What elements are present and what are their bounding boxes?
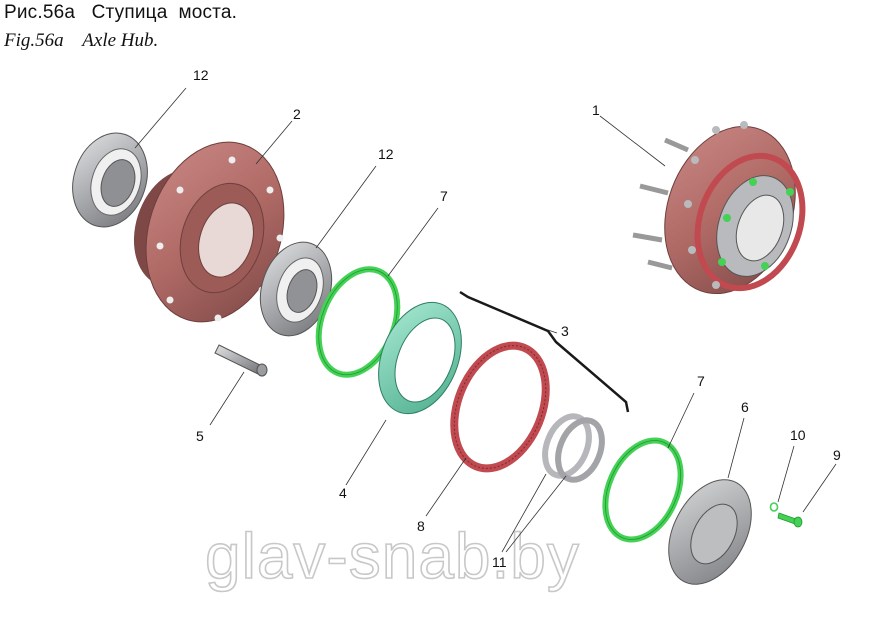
callout-2: 2 (293, 106, 301, 122)
callout-5: 5 (196, 428, 204, 444)
callout-7-right: 7 (697, 373, 705, 389)
callout-9: 9 (833, 447, 841, 463)
callout-7-left: 7 (440, 188, 448, 204)
callout-12-right: 12 (378, 146, 394, 162)
leader-lines (134, 87, 837, 553)
cover-6 (668, 479, 752, 585)
callout-8: 8 (417, 518, 425, 534)
callout-4: 4 (339, 485, 347, 501)
gear-ring-8 (450, 341, 550, 473)
gasket-7-right (602, 437, 684, 543)
bolt-9 (777, 512, 803, 528)
hub-assembly-1 (632, 121, 806, 295)
figure-title-ru: Рис.56а Ступица моста. (4, 2, 238, 23)
watermark-text: glav-snab.by (205, 520, 580, 592)
ring-4 (378, 301, 462, 415)
callout-10: 10 (790, 427, 806, 443)
figure-title-en: Fig.56a Axle Hub. (4, 30, 159, 51)
lock-wire-3 (459, 290, 630, 413)
callout-11: 11 (492, 554, 507, 570)
rings-11 (542, 413, 605, 483)
washer-10 (769, 502, 779, 512)
callout-1: 1 (592, 102, 600, 118)
callout-6: 6 (741, 399, 749, 415)
bearing-12-right (259, 241, 333, 337)
callout-3: 3 (561, 323, 569, 339)
hub-housing-2 (133, 141, 285, 323)
stud-5 (214, 344, 268, 377)
callout-12-left: 12 (193, 67, 209, 83)
bearing-12-left (72, 132, 148, 228)
